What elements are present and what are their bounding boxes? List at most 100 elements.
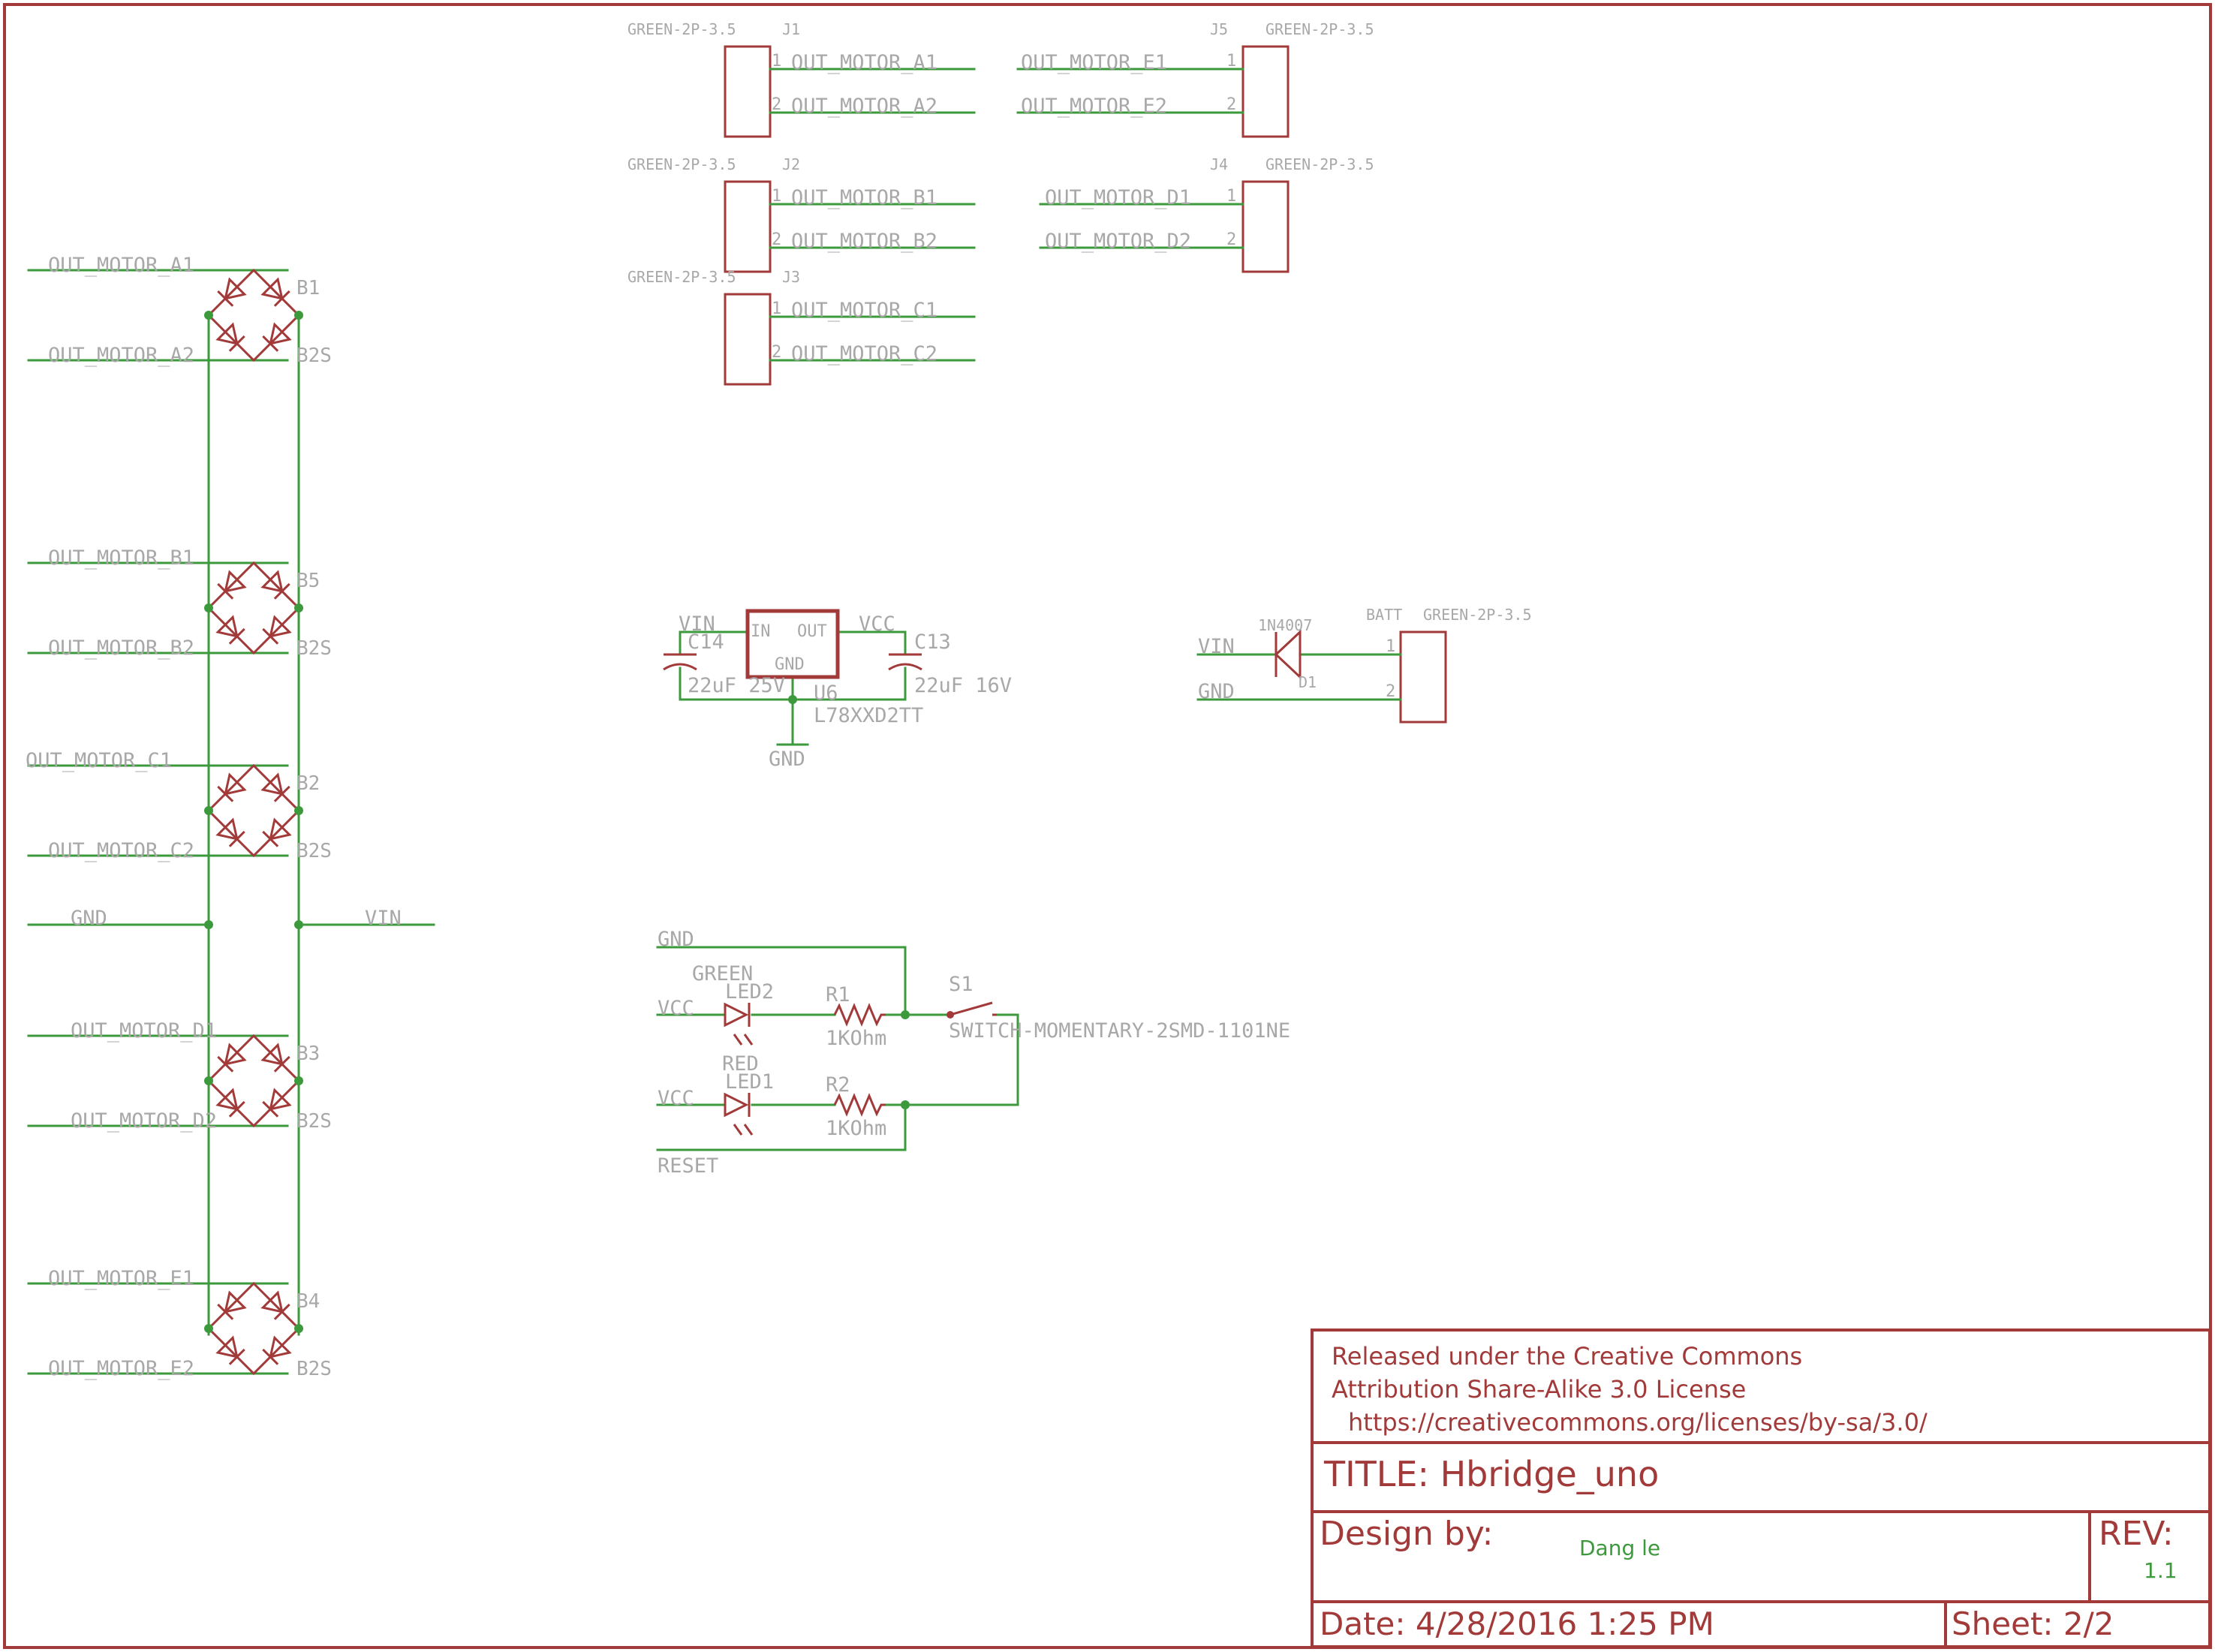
part-ref: U6 [814,682,838,705]
part-value: GREEN-2P-3.5 [1265,155,1374,173]
license-url: https://creativecommons.org/licenses/by-… [1348,1408,1928,1437]
part-value: 22uF 16V [914,674,1012,697]
bridge-rectifier-array: OUT_MOTOR_A1 OUT_MOTOR_A2 B1 B2S OUT_MOT… [26,254,435,1380]
bridge-b4 [27,1282,303,1375]
connector-j4: J4 GREEN-2P-3.5 1 2 OUT_MOTOR_D1 OUT_MOT… [1039,155,1374,273]
pin-number: 2 [772,343,781,362]
revision-label: REV: [2099,1515,2174,1553]
part-ref: J4 [1210,155,1228,173]
pin-number: 1 [1226,187,1236,206]
part-ref: B1 [296,277,320,299]
net-label: OUT_MOTOR_B1 [48,546,194,570]
net-label: GND [1198,680,1235,703]
pin-number: 2 [1226,230,1236,249]
net-label: OUT_MOTOR_A1 [791,51,937,74]
voltage-regulator-u6: IN OUT GND VIN VCC GND C14 22uF 25V C13 … [663,609,1012,771]
net-label: VCC [859,612,895,636]
sheet-number: Sheet: 2/2 [1952,1605,2114,1642]
net-label: OUT_MOTOR_C2 [48,839,194,862]
part-ref: C13 [914,630,951,654]
net-label: OUT_MOTOR_B2 [48,636,194,660]
part-ref: BATT [1366,606,1402,624]
net-label-vin: VIN [365,907,402,930]
part-value: B2S [296,345,332,367]
pin-number: 1 [1386,637,1395,656]
connector-j3: GREEN-2P-3.5 J3 1 2 OUT_MOTOR_C1 OUT_MOT… [627,268,976,386]
net-label: OUT_MOTOR_E1 [1021,51,1167,74]
net-label: VIN [679,612,715,636]
part-ref: C14 [688,630,724,654]
net-label: OUT_MOTOR_E2 [1021,95,1167,118]
pin-number: 2 [772,230,781,249]
net-label: GND [769,748,805,771]
designer-name: Dang le [1579,1536,1660,1560]
net-label: VCC [658,997,694,1020]
part-ref: J5 [1210,20,1228,38]
part-value: GREEN-2P-3.5 [627,155,736,173]
bridge-b2 [27,764,303,857]
pin-number: 2 [772,95,781,114]
part-ref: J2 [782,155,800,173]
pin-number: 2 [1226,95,1236,114]
led-switch-circuit: GND GREEN LED2 VCC RED LED1 VCC RESET R1… [656,928,1290,1178]
part-value: B2S [296,1358,332,1380]
part-value: RED [722,1052,759,1076]
part-value: GREEN-2P-3.5 [627,268,736,286]
resistor-r1 [833,1003,886,1027]
part-ref: R2 [826,1073,850,1097]
part-ref: J3 [782,268,800,286]
part-ref: LED1 [725,1070,774,1094]
part-value: 1KOhm [826,1117,886,1140]
net-label-gnd: GND [71,907,107,930]
part-value: SWITCH-MOMENTARY-2SMD-1101NE [949,1019,1290,1043]
part-ref: B4 [296,1290,320,1313]
led2-green [724,1002,754,1046]
net-label: VIN [1198,635,1235,658]
bridge-b5 [27,561,303,654]
revision-value: 1.1 [2144,1558,2177,1583]
license-line-2: Attribution Share-Alike 3.0 License [1332,1375,1746,1404]
net-label: OUT_MOTOR_B1 [791,186,937,209]
part-value: B2S [296,1110,332,1133]
pin-number: 1 [772,299,781,318]
pin-number: 2 [1386,682,1395,701]
pin-name: OUT [797,622,827,641]
bridge-b1 [27,269,303,362]
pin-number: 1 [1226,52,1236,71]
connector-j2: GREEN-2P-3.5 J2 1 2 OUT_MOTOR_B1 OUT_MOT… [627,155,976,273]
connector-j1: GREEN-2P-3.5 J1 1 2 OUT_MOTOR_A1 OUT_MOT… [627,20,976,138]
pin-number: 1 [772,187,781,206]
part-value: B2S [296,637,332,660]
net-label: OUT_MOTOR_B2 [791,230,937,253]
net-label: OUT_MOTOR_D1 [1045,186,1191,209]
sheet-title: TITLE: Hbridge_uno [1323,1454,1659,1494]
part-ref: D1 [1299,673,1317,691]
pin-name: IN [751,622,771,641]
connector-j5: J5 GREEN-2P-3.5 1 2 OUT_MOTOR_E1 OUT_MOT… [1016,20,1374,138]
part-ref: R1 [826,983,850,1007]
part-value: 1N4007 [1258,616,1312,634]
sheet-frame [3,3,2212,1649]
net-label: OUT_MOTOR_D2 [1045,230,1191,253]
part-value: GREEN [692,962,753,985]
part-ref: J1 [782,20,800,38]
title-block: Released under the Creative Commons Attr… [1311,1329,2211,1648]
part-ref: LED2 [725,980,774,1004]
part-value: 1KOhm [826,1027,886,1050]
net-label: OUT_MOTOR_E2 [48,1357,194,1380]
led1-red [724,1092,754,1136]
part-value: GREEN-2P-3.5 [1423,606,1532,624]
diode-d1 [1274,629,1302,680]
part-value: B2S [296,840,332,862]
pin-number: 1 [772,52,781,71]
switch-s1 [946,1001,997,1019]
part-ref: B3 [296,1043,320,1065]
net-label: OUT_MOTOR_C2 [791,342,937,366]
net-label: OUT_MOTOR_A2 [791,95,937,118]
design-by-label: Design by: [1320,1515,1494,1553]
net-label: OUT_MOTOR_C1 [26,749,172,772]
net-label: OUT_MOTOR_C1 [791,299,937,322]
net-label: OUT_MOTOR_E1 [48,1267,194,1290]
net-label: OUT_MOTOR_D2 [71,1109,217,1133]
